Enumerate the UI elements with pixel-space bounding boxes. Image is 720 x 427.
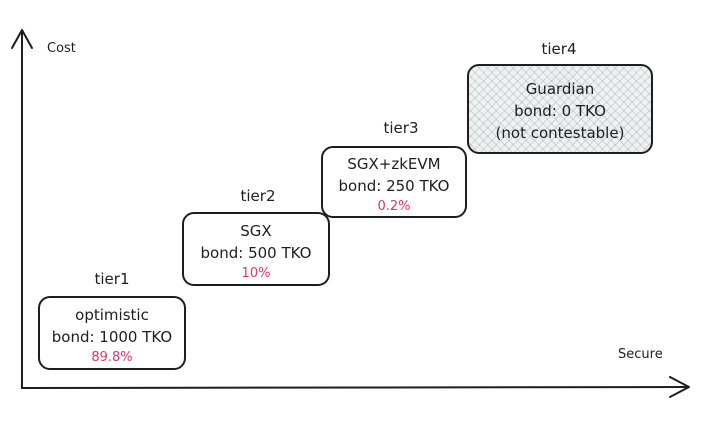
tier1-box: optimistic bond: 1000 TKO 89.8%: [38, 296, 186, 370]
tier1-bond: bond: 1000 TKO: [51, 328, 173, 346]
tier4-type: Guardian: [525, 80, 595, 98]
tier3-type: SGX+zkEVM: [347, 155, 441, 173]
tier2-type: SGX: [240, 222, 272, 240]
tier4-box: Guardian bond: 0 TKO (not contestable): [467, 64, 653, 154]
x-axis-label: Secure: [618, 347, 663, 362]
tier2-bond: bond: 500 TKO: [200, 244, 312, 262]
tier2-box: SGX bond: 500 TKO 10%: [182, 212, 330, 286]
tier3-label: tier3: [383, 119, 419, 137]
tier4-bond: bond: 0 TKO: [514, 102, 606, 120]
tier1-label: tier1: [94, 270, 130, 288]
tier3-bond: bond: 250 TKO: [338, 177, 450, 195]
y-axis-arrowhead: [11, 29, 33, 49]
tier3-percent: 0.2%: [377, 199, 411, 214]
y-axis-label: Cost: [47, 41, 76, 56]
x-axis-arrowhead: [669, 376, 690, 398]
tier2-percent: 10%: [241, 266, 271, 281]
tier1-type: optimistic: [75, 306, 149, 324]
tier3-box: SGX+zkEVM bond: 250 TKO 0.2%: [321, 146, 467, 218]
tier4-label: tier4: [541, 40, 577, 58]
tier2-label: tier2: [240, 187, 276, 205]
x-axis: [21, 386, 689, 389]
tier1-percent: 89.8%: [91, 350, 133, 365]
tier4-note: (not contestable): [495, 124, 625, 142]
